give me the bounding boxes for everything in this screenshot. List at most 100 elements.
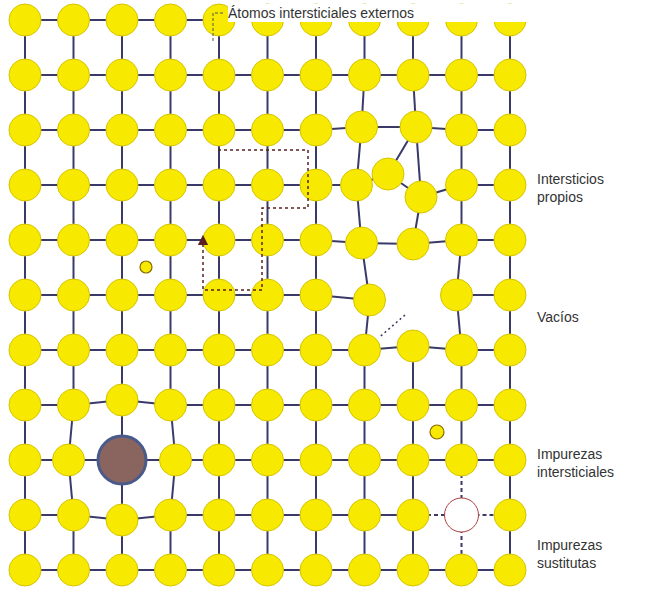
atom (155, 499, 187, 531)
atom (9, 169, 41, 201)
interstitial-atom (430, 425, 444, 439)
atom (252, 59, 284, 91)
defect-label: Vacíos (537, 308, 645, 326)
leader-line (213, 13, 223, 42)
atom (494, 224, 526, 256)
atom (53, 444, 85, 476)
atom (106, 384, 138, 416)
atom (397, 444, 429, 476)
atom (58, 114, 90, 146)
atom (9, 59, 41, 91)
atom (252, 499, 284, 531)
defect-label: Impurezas intersticiales (537, 445, 645, 481)
atom (349, 554, 381, 586)
atom (354, 284, 386, 316)
atom (58, 499, 90, 531)
atom (494, 444, 526, 476)
atom (346, 227, 378, 259)
atom (397, 330, 429, 362)
defect-label: Átomos intersticiales externos (228, 4, 528, 22)
atom (203, 499, 235, 531)
atom (252, 554, 284, 586)
atom (9, 444, 41, 476)
atom (441, 279, 473, 311)
atom (58, 389, 90, 421)
broken-bond (379, 315, 406, 338)
bonds (25, 20, 510, 570)
interstitial-atom (140, 261, 152, 273)
atom (300, 554, 332, 586)
atom (397, 554, 429, 586)
atom (155, 224, 187, 256)
atom (494, 554, 526, 586)
atom (349, 444, 381, 476)
atom (106, 279, 138, 311)
atom (300, 279, 332, 311)
atom (252, 279, 284, 311)
atom (349, 334, 381, 366)
atom (446, 224, 478, 256)
atom (203, 169, 235, 201)
atom (9, 279, 41, 311)
atom (9, 114, 41, 146)
migration-path (203, 150, 308, 290)
atom (58, 224, 90, 256)
atom (155, 334, 187, 366)
atom (9, 554, 41, 586)
atom (9, 499, 41, 531)
atom (252, 444, 284, 476)
atom (203, 444, 235, 476)
atom (58, 59, 90, 91)
atom (106, 169, 138, 201)
atom (58, 334, 90, 366)
atom (9, 224, 41, 256)
atom (155, 4, 187, 36)
atom (58, 554, 90, 586)
atom (58, 4, 90, 36)
atom (106, 4, 138, 36)
atom (346, 111, 378, 143)
atom (446, 334, 478, 366)
atom (300, 334, 332, 366)
atom (252, 224, 284, 256)
atom (300, 224, 332, 256)
atom (155, 114, 187, 146)
atom (446, 554, 478, 586)
atom (58, 169, 90, 201)
atom (446, 444, 478, 476)
atom (397, 228, 429, 260)
atom (494, 389, 526, 421)
atom (9, 334, 41, 366)
atom (446, 59, 478, 91)
atom (106, 504, 138, 536)
atom (203, 334, 235, 366)
atom (494, 279, 526, 311)
atom (106, 114, 138, 146)
atom (494, 334, 526, 366)
vacancy (445, 498, 479, 532)
atom (494, 169, 526, 201)
atom (106, 334, 138, 366)
atom (9, 4, 41, 36)
atom (349, 389, 381, 421)
atom (155, 279, 187, 311)
atom (494, 114, 526, 146)
atom (58, 279, 90, 311)
atom (155, 389, 187, 421)
atom (155, 169, 187, 201)
atom (349, 499, 381, 531)
atom (494, 59, 526, 91)
atom (203, 554, 235, 586)
atom (446, 114, 478, 146)
atom (397, 389, 429, 421)
atom (300, 499, 332, 531)
atom (400, 111, 432, 143)
atom (252, 114, 284, 146)
atom (203, 389, 235, 421)
atom (106, 59, 138, 91)
atom (372, 158, 404, 190)
atom (9, 389, 41, 421)
atom (300, 389, 332, 421)
